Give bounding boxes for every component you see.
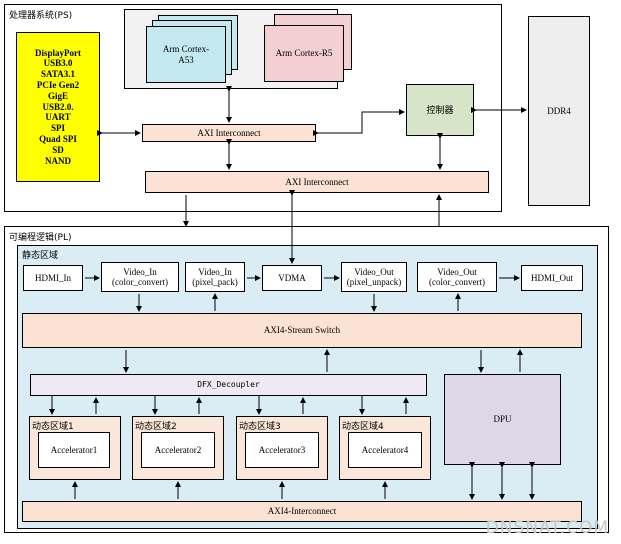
io-item: GigE	[47, 90, 68, 101]
hdmi-out-block: HDMI_Out	[521, 265, 583, 291]
accelerator-4-block: Accelerator4	[348, 432, 422, 468]
axi4-stream-switch: AXI4-Stream Switch	[22, 313, 582, 348]
watermark: DNSNAT.COM	[485, 518, 609, 538]
axi-interconnect-bottom: AXI Interconnect	[145, 171, 489, 193]
static-region-title: 静态区域	[22, 251, 59, 261]
dynamic-region-3-title: 动态区域3	[239, 422, 281, 432]
arrow-axi-controller	[313, 109, 405, 136]
ps-title: 处理器系统(PS)	[9, 11, 73, 21]
io-item: UART	[45, 112, 71, 123]
dynamic-region-4-title: 动态区域4	[342, 422, 384, 432]
io-item: SD	[52, 144, 64, 155]
video-in-pixel-pack-block: Video_In (pixel_pack)	[185, 262, 245, 292]
dynamic-region-1-title: 动态区域1	[32, 422, 74, 432]
io-item: USB2.0.	[42, 101, 74, 112]
video-in-color-convert-block: Video_In (color_convert)	[101, 262, 179, 292]
dynamic-region-2-title: 动态区域2	[135, 422, 177, 432]
io-item: SATA3.1	[41, 69, 75, 80]
accelerator-3-block: Accelerator3	[245, 432, 319, 468]
axi4-interconnect: AXI4-Interconnect	[22, 501, 582, 522]
hdmi-in-block: HDMI_In	[23, 265, 83, 291]
cpu-r5-block: Arm Cortex-R5	[264, 25, 344, 82]
io-item: NAND	[45, 155, 71, 166]
io-item: SPI	[50, 123, 65, 134]
io-item: Quad SPI	[39, 133, 77, 144]
dfx-decoupler: DFX_Decoupler	[30, 374, 427, 396]
video-out-color-convert-block: Video_Out (color_convert)	[417, 262, 497, 292]
accelerator-2-block: Accelerator2	[141, 432, 215, 468]
io-item: PCIe Gen2	[36, 80, 80, 90]
cpu-a53-block: Arm Cortex-A53	[146, 26, 226, 83]
io-item: DisplayPort	[35, 47, 81, 58]
pl-title: 可编程逻辑(PL)	[9, 233, 72, 243]
vdma-block: VDMA	[262, 265, 322, 291]
io-item: USB3.0	[43, 58, 73, 69]
io-interfaces-block: DisplayPort USB3.0 SATA3.1 PCIe Gen2 Gig…	[16, 32, 100, 182]
controller-block: 控制器	[406, 84, 474, 136]
ddr4-block: DDR4	[528, 16, 590, 206]
video-out-pixel-unpack-block: Video_Out (pixel_unpack)	[341, 262, 407, 292]
accelerator-1-block: Accelerator1	[38, 432, 110, 468]
